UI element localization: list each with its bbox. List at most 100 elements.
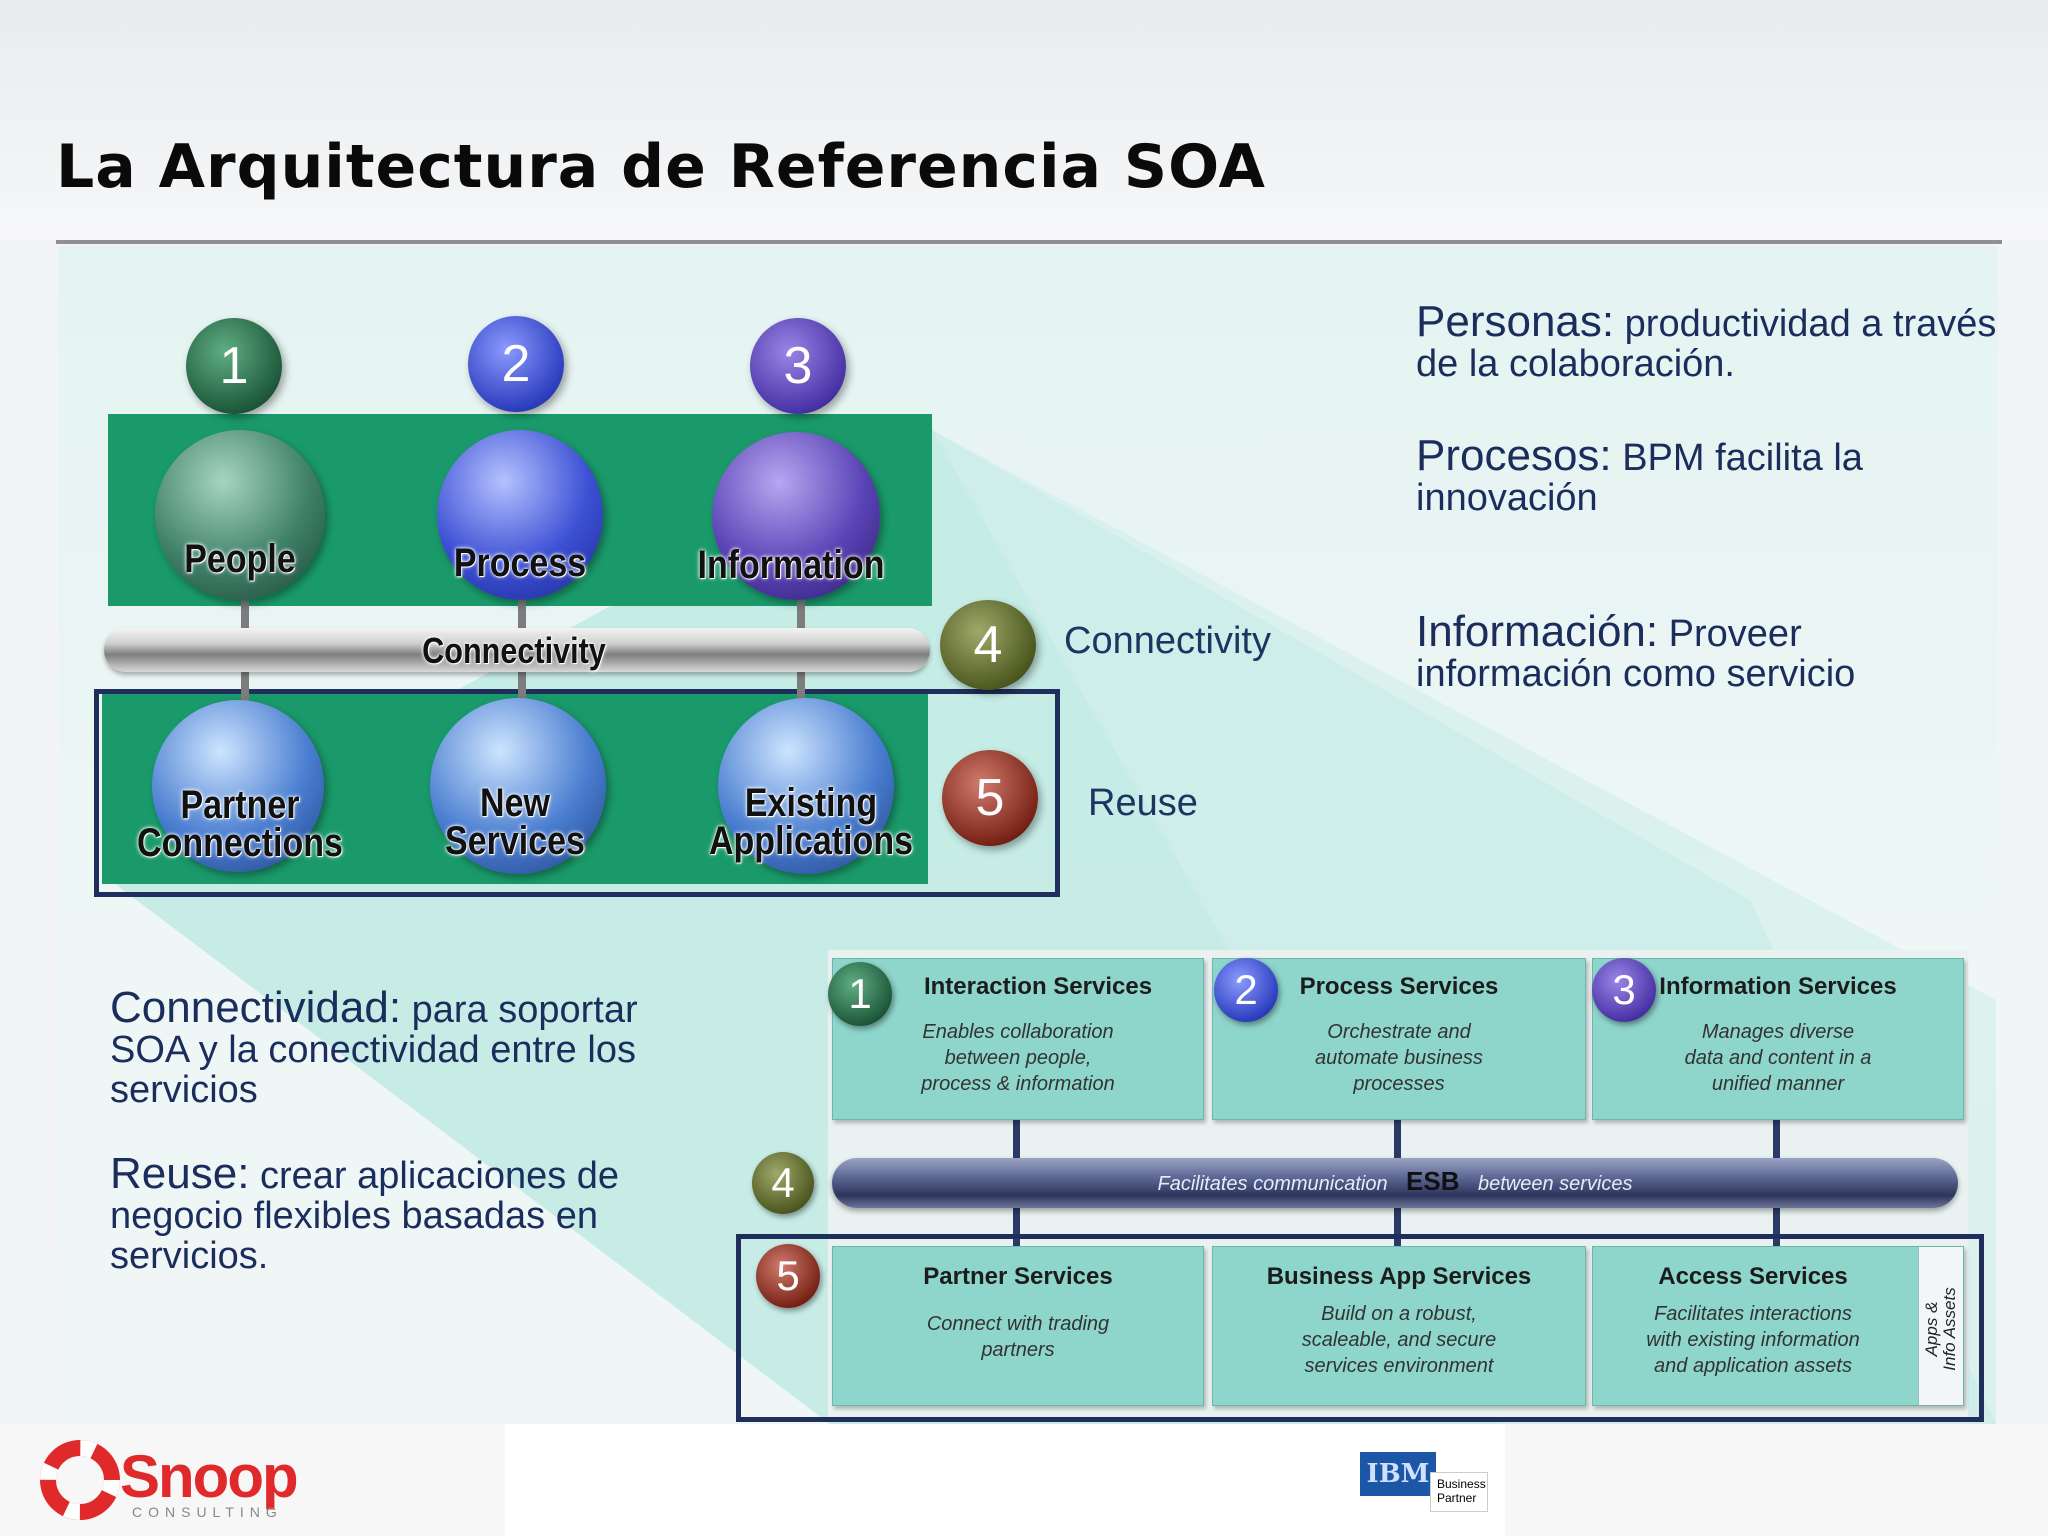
- desc-line: services environment: [1304, 1355, 1494, 1377]
- lifebuoy-icon: [40, 1440, 120, 1520]
- number-ball-2: 2: [468, 316, 564, 412]
- information-label: Information: [697, 543, 885, 587]
- label-line: Apps &: [1922, 1301, 1941, 1357]
- number-ball-1: 1: [186, 318, 282, 414]
- desc-line: and application assets: [1654, 1355, 1852, 1377]
- esb-label: ESB: [1406, 1166, 1460, 1196]
- number-label: 3: [783, 337, 813, 395]
- existing-applications-label: Existing Applications: [688, 781, 935, 863]
- service-number-2: 2: [1214, 958, 1278, 1022]
- people-label: People: [184, 537, 296, 581]
- esb-number-4: 4: [752, 1152, 814, 1214]
- business-app-services-box: Business App Services Build on a robust,…: [1212, 1246, 1586, 1406]
- footer-center-band: [505, 1424, 1505, 1536]
- desc-line: unified manner: [1711, 1073, 1845, 1095]
- label-line: Info Assets: [1940, 1287, 1959, 1371]
- connectividad-heading: Connectividad:: [110, 983, 402, 1032]
- desc-line: Manages diverse: [1701, 1021, 1855, 1043]
- number-label: 5: [776, 1252, 800, 1299]
- personas-heading: Personas:: [1416, 297, 1615, 346]
- procesos-line1: BPM facilita la: [1611, 437, 1863, 479]
- snoop-wordmark: Snoop: [120, 1443, 299, 1510]
- desc-line: data and content in a: [1684, 1047, 1872, 1069]
- people-sphere: [155, 430, 325, 600]
- reuse-side-label: Reuse: [1088, 782, 1198, 824]
- number-label: 1: [219, 337, 249, 395]
- service-desc: Enables collaboration between people, pr…: [833, 1019, 1203, 1097]
- service-title: Information Services: [1659, 973, 1897, 1000]
- connectividad-line3: servicios: [110, 1069, 258, 1111]
- personas-text: Personas: productividad a través de la c…: [1416, 300, 2036, 385]
- personas-line1: productividad a través: [1614, 303, 1997, 345]
- service-number-1: 1: [828, 962, 892, 1026]
- apps-assets-label: Apps & Info Assets: [1922, 1269, 1959, 1389]
- label-line: Connections: [137, 821, 343, 865]
- snoop-logo: Snoop CONSULTING: [40, 1440, 320, 1520]
- service-number-5: 5: [756, 1244, 820, 1308]
- label-line: Existing: [744, 781, 878, 825]
- number-ball-3: 3: [750, 318, 846, 414]
- label-line: Services: [445, 819, 585, 863]
- number-label: 4: [973, 616, 1003, 674]
- service-desc: Manages diverse data and content in a un…: [1593, 1019, 1963, 1097]
- service-title: Process Services: [1299, 973, 1499, 1000]
- personas-line2: de la colaboración.: [1416, 343, 1735, 385]
- procesos-heading: Procesos:: [1416, 431, 1612, 480]
- number-ball-4: 4: [940, 600, 1036, 690]
- service-desc: Connect with trading partners: [833, 1311, 1203, 1363]
- connectividad-line1: para soportar: [401, 989, 638, 1031]
- informacion-text: Información: Proveer información como se…: [1416, 610, 2036, 695]
- informacion-line2: información como servicio: [1416, 653, 1856, 695]
- interaction-services-box: Interaction Services Enables collaborati…: [832, 958, 1204, 1120]
- service-number-3: 3: [1592, 958, 1656, 1022]
- service-title: Access Services: [1658, 1263, 1848, 1290]
- service-title: Partner Services: [923, 1263, 1113, 1290]
- desc-line: scaleable, and secure: [1301, 1329, 1497, 1351]
- number-label: 2: [501, 335, 531, 393]
- desc-line: Build on a robust,: [1321, 1303, 1477, 1325]
- esb-left-text: Facilitates communication: [1157, 1173, 1388, 1195]
- ibm-business: Business: [1437, 1477, 1486, 1491]
- ibm-partner: Partner: [1437, 1491, 1477, 1505]
- partner-sphere: [152, 700, 324, 872]
- process-sphere: [437, 430, 603, 600]
- new-services-label: New Services: [417, 783, 613, 863]
- connectivity-bar-label: Connectivity: [422, 630, 606, 671]
- apps-assets-strip: [1918, 1247, 1963, 1405]
- partner-services-box: Partner Services Connect with trading pa…: [832, 1246, 1204, 1406]
- number-label: 3: [1612, 966, 1636, 1013]
- connectivity-side-label: Connectivity: [1064, 620, 1271, 662]
- reuse-frame: [94, 689, 1060, 897]
- desc-line: Facilitates interactions: [1654, 1303, 1852, 1325]
- reuse-line2: negocio flexibles basadas en: [110, 1195, 599, 1237]
- desc-line: processes: [1353, 1073, 1445, 1095]
- esb-right-text: between services: [1477, 1173, 1633, 1195]
- connectivity-bar: [104, 628, 930, 672]
- label-line: Partner: [180, 783, 300, 827]
- desc-line: automate business: [1315, 1047, 1483, 1069]
- desc-line: partners: [981, 1339, 1055, 1361]
- informacion-line1: Proveer: [1658, 613, 1802, 655]
- information-sphere: [712, 432, 880, 600]
- desc-line: process & information: [921, 1073, 1115, 1095]
- connectividad-line2: SOA y la conectividad entre los: [110, 1029, 636, 1071]
- new-services-sphere: [430, 698, 606, 874]
- access-services-box: Access Services Facilitates interactions…: [1592, 1246, 1964, 1406]
- procesos-text: Procesos: BPM facilita la innovación: [1416, 434, 2036, 519]
- process-label: Process: [453, 541, 587, 585]
- label-line: Applications: [708, 819, 914, 863]
- title-divider: [56, 240, 2002, 244]
- connectividad-text: Connectividad: para soportar SOA y la co…: [110, 986, 750, 1111]
- reuse-heading: Reuse:: [110, 1149, 250, 1198]
- existing-apps-sphere: [718, 698, 894, 874]
- snoop-subtitle: CONSULTING: [132, 1504, 283, 1520]
- service-desc: Build on a robust, scaleable, and secure…: [1213, 1301, 1585, 1379]
- partner-connections-label: Partner Connections: [121, 783, 359, 865]
- service-title: Business App Services: [1266, 1263, 1532, 1290]
- ibm-sub: Business Partner: [1430, 1472, 1488, 1512]
- desc-line: between people,: [944, 1047, 1092, 1069]
- ibm-mark: IBM: [1360, 1452, 1436, 1496]
- service-title: Interaction Services: [923, 973, 1153, 1000]
- reuse-line1: crear aplicaciones de: [249, 1155, 620, 1197]
- informacion-heading: Información:: [1416, 607, 1659, 656]
